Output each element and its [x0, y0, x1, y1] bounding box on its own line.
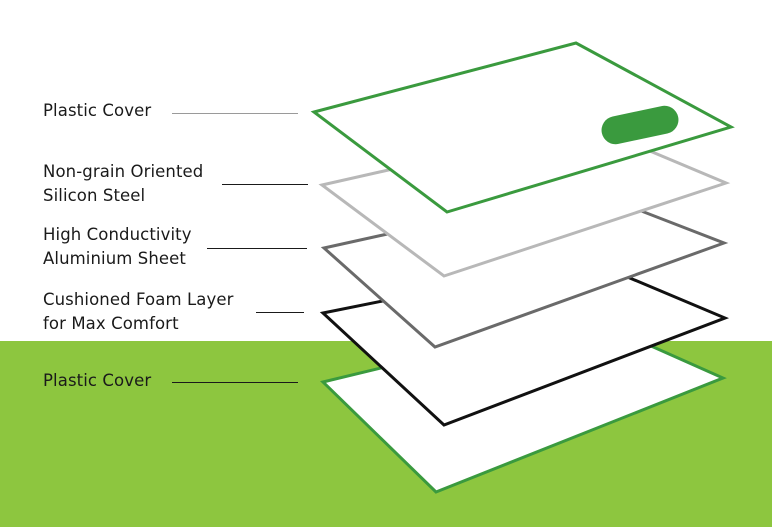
label-aluminium-sheet: High Conductivity Aluminium Sheet: [43, 225, 192, 268]
leader-silicon-steel: [222, 184, 308, 185]
label-foam-layer: Cushioned Foam Layer for Max Comfort: [43, 290, 234, 333]
leader-foam-layer: [256, 312, 304, 313]
label-silicon-steel: Non-grain Oriented Silicon Steel: [43, 162, 204, 205]
layer-top-plastic-cover: [310, 41, 735, 214]
leader-bottom-plastic-cover: [172, 382, 298, 383]
leader-aluminium-sheet: [207, 248, 307, 249]
handle-slot: [601, 105, 679, 145]
label-bottom-plastic-cover: Plastic Cover: [43, 371, 152, 390]
leader-top-plastic-cover: [172, 113, 298, 114]
label-top-plastic-cover: Plastic Cover: [43, 101, 152, 120]
